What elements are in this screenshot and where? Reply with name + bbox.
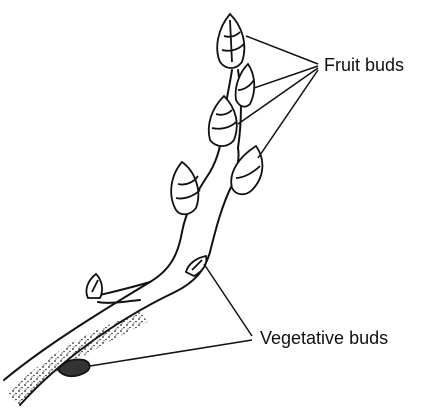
- vegetative-buds-leader-lines: [90, 264, 252, 366]
- fruit-bud-top: [217, 14, 244, 68]
- fruit-bud-lower-left: [171, 162, 200, 214]
- fruit-bud-middle: [209, 96, 237, 146]
- fruit-bud-lower-right: [231, 146, 262, 194]
- vegetative-bud-left: [86, 274, 102, 298]
- branch-stem: [4, 70, 241, 405]
- vegetative-bud-middle: [186, 256, 206, 276]
- vegetative-buds-label: Vegetative buds: [260, 329, 388, 347]
- fruit-buds-label: Fruit buds: [324, 56, 404, 74]
